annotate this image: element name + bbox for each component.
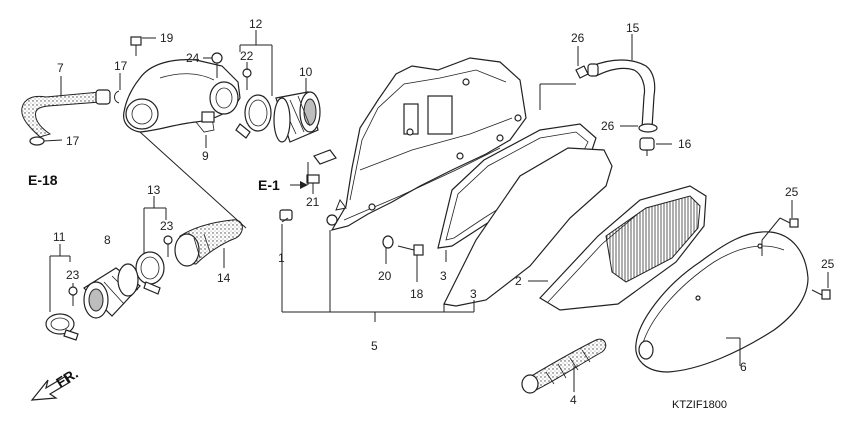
callout-25-upper: 25 [785, 185, 799, 199]
breather-tube-7 [21, 89, 111, 138]
callout-17-top: 17 [114, 59, 128, 73]
diagram-code: KTZIF1800 [672, 399, 727, 411]
cover-6 [635, 231, 809, 373]
ref-e18: E-18 [28, 172, 58, 188]
leader-lines [43, 30, 829, 392]
callout-6: 6 [740, 360, 747, 374]
callout-21: 21 [306, 195, 320, 209]
air-cleaner-case-1 [313, 57, 527, 231]
callout-24: 24 [186, 51, 200, 65]
ref-e1: E-1 [258, 177, 280, 193]
plug-16 [639, 137, 655, 156]
callout-11: 11 [53, 230, 66, 244]
callout-1: 1 [278, 251, 285, 265]
callout-8: 8 [104, 233, 111, 247]
clip-17-top [114, 90, 120, 104]
clip-26-lower [638, 123, 658, 133]
callout-4: 4 [570, 393, 577, 407]
callout-15: 15 [626, 21, 640, 35]
callout-12: 12 [249, 17, 263, 31]
element-2 [539, 185, 707, 311]
washer-20 [382, 235, 394, 249]
callout-17-left: 17 [66, 134, 80, 148]
screw-22 [242, 68, 252, 90]
grommet-21 [306, 174, 320, 184]
callout-23-lower: 23 [66, 268, 80, 282]
bolt-18 [397, 244, 424, 256]
screw-23-lower [68, 286, 78, 306]
callout-14: 14 [217, 271, 231, 285]
callout-5: 5 [371, 339, 378, 353]
gasket-3-outer [443, 147, 613, 307]
callout-22: 22 [240, 49, 254, 63]
callout-labels: 7 17 17 E-18 19 24 12 22 10 9 13 23 11 8… [28, 17, 835, 411]
clip-26-upper [575, 65, 589, 79]
screw-23-upper [163, 235, 173, 257]
screw-25-lower [811, 289, 831, 300]
callout-25-lower: 25 [821, 257, 835, 271]
front-arrow [30, 375, 71, 401]
screw-25-upper [779, 217, 799, 228]
callout-3-right: 3 [470, 287, 477, 301]
callout-26-lower: 26 [601, 119, 615, 133]
callout-19: 19 [160, 31, 174, 45]
band-13 [135, 251, 165, 295]
callout-9: 9 [202, 149, 209, 163]
callout-3-left: 3 [440, 269, 447, 283]
plug-case [279, 209, 293, 221]
bolt-19 [130, 36, 142, 56]
callout-18: 18 [410, 287, 424, 301]
clip-17-left [29, 136, 45, 146]
callout-26-upper: 26 [571, 31, 585, 45]
callout-13: 13 [147, 183, 161, 197]
callout-7: 7 [57, 61, 64, 75]
intake-duct-9 [123, 59, 241, 133]
hose-15 [587, 59, 656, 129]
tube-8 [83, 263, 141, 319]
callout-10: 10 [299, 65, 313, 79]
band-12 [235, 94, 272, 139]
band-11 [45, 313, 79, 341]
joint-10 [273, 91, 321, 143]
callout-20: 20 [378, 269, 392, 283]
callout-23-upper: 23 [160, 219, 174, 233]
callout-16: 16 [678, 137, 692, 151]
joint-14 [174, 219, 243, 267]
callout-2: 2 [515, 274, 522, 288]
drain-tube-4 [521, 338, 607, 394]
